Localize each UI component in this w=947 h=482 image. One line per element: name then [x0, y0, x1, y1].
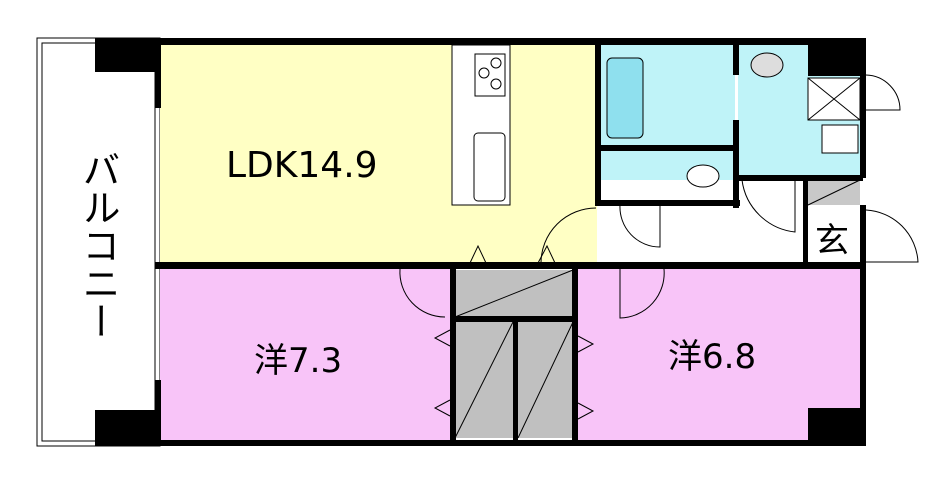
balcony-label: バルコニー — [76, 150, 120, 340]
walls — [95, 38, 866, 446]
kitchen-counter — [451, 44, 511, 206]
wash-basin — [750, 52, 784, 78]
door-swings — [399, 74, 919, 420]
washing-machine — [821, 124, 859, 154]
western-room-2-label: 洋6.8 — [668, 337, 756, 377]
hallway — [600, 180, 805, 263]
bathtub — [606, 57, 644, 139]
entrance-label: 玄 — [815, 221, 849, 261]
western-room-1-label: 洋7.3 — [254, 341, 342, 381]
toilet-bowl — [686, 164, 720, 188]
western-room-1 — [160, 268, 452, 440]
ldk-label: LDK14.9 — [226, 145, 378, 186]
ldk-room — [160, 45, 597, 263]
